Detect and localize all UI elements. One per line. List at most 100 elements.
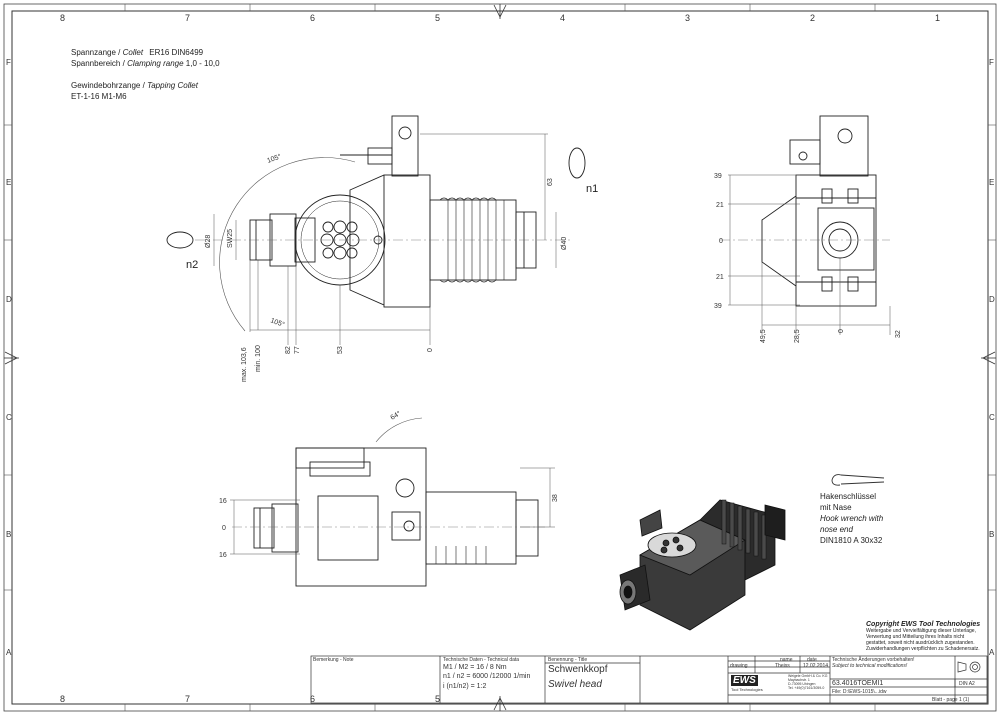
collet-label-de: Spannzange / xyxy=(71,48,121,57)
top-dim: 0 xyxy=(222,525,226,532)
dim-sw25: SW25 xyxy=(227,229,234,248)
grid-col: 4 xyxy=(560,13,566,23)
title-en: Swivel head xyxy=(548,679,602,690)
grid-col: 3 xyxy=(685,13,691,23)
clamp-line: Spannbereich / Clamping range 1,0 - 10,0 xyxy=(71,59,220,68)
top-dim-38: 38 xyxy=(552,494,559,502)
dim-63: 63 xyxy=(547,178,554,186)
tapping-line: Gewindebohrzange / Tapping Collet xyxy=(71,81,198,90)
grid-col: 5 xyxy=(435,694,441,704)
top-view-drawing: 64° 16 0 16 38 xyxy=(219,409,559,587)
grid-row: A xyxy=(6,648,12,657)
hook-spec: DIN1810 A 30x32 xyxy=(820,536,883,545)
company-line: Weigele GmbH & Co. KG xyxy=(788,674,828,678)
sheet-number: Blatt - page 1 (1) xyxy=(932,697,970,703)
hook-wrench-icon xyxy=(831,474,885,486)
dim-min: min. 100 xyxy=(255,345,262,372)
paper-format: DIN A2 xyxy=(959,681,975,687)
tech-data-label: Technische Daten - Technical data xyxy=(443,657,520,663)
grid-col: 6 xyxy=(310,694,316,704)
hook-line2-en: nose end xyxy=(820,525,853,534)
ratio-value: i (n1/n2) = 1:2 xyxy=(443,683,487,690)
clamp-value: 1,0 - 10,0 xyxy=(185,59,220,68)
company-line: Maybachstr. 1 xyxy=(788,678,810,682)
side-dim: 39 xyxy=(714,173,722,180)
torque-value: M1 / M2 = 16 / 8 Nm xyxy=(443,664,507,671)
dim-53: 53 xyxy=(337,346,344,354)
clamp-label-en: Clamping range xyxy=(127,59,184,68)
collet-label-en: Collet xyxy=(122,48,144,57)
grid-col: 5 xyxy=(435,13,441,23)
grid-row: B xyxy=(989,530,995,539)
grid-row: C xyxy=(6,413,12,422)
title-de: Schwenkkopf xyxy=(548,664,608,675)
top-angle: 64° xyxy=(389,409,402,421)
dim-d28: Ø28 xyxy=(205,235,212,248)
grid-col: 6 xyxy=(310,13,316,23)
tapping-spec: ET-1-16 M1-M6 xyxy=(71,92,127,101)
top-dim: 16 xyxy=(219,498,227,505)
clamp-label-de: Spannbereich / xyxy=(71,59,125,68)
speed-value: n1 / n2 = 6000 /12000 1/min xyxy=(443,673,531,680)
copyright-line: Zuwiderhandlungen verpflichten zu Schade… xyxy=(866,646,980,652)
side-dim-bottom: 28,5 xyxy=(794,329,801,343)
angle-label-top: 105° xyxy=(266,152,283,165)
label-n1: n1 xyxy=(586,183,598,195)
angle-label-bottom: 105° xyxy=(269,316,286,329)
grid-col: 1 xyxy=(935,13,941,23)
collet-line: Spannzange / Collet ER16 DIN6499 xyxy=(71,48,203,57)
side-dim-bottom: 49,5 xyxy=(760,329,767,343)
dim-max: max. 103,6 xyxy=(241,347,248,382)
copyright-line: Weitergabe und Vervielfältigung dieser U… xyxy=(866,628,976,634)
grid-row: C xyxy=(989,413,995,422)
tapping-label-en: Tapping Collet xyxy=(147,81,198,90)
grid-col: 8 xyxy=(60,13,66,23)
grid-row: A xyxy=(989,648,995,657)
company-line: Tel. +49(0)7161/3059-0 xyxy=(788,686,825,690)
front-view-drawing: 105° 105° 63 n1 n2 Ø28 SW25 Ø40 xyxy=(166,115,598,345)
company-line: D-73095 Uhingen xyxy=(788,682,816,686)
logo-subtitle: Tool Technologies xyxy=(731,687,763,692)
remark-label: Bemerkung - Note xyxy=(313,657,354,663)
side-dim: 21 xyxy=(716,274,724,281)
drawer-name: Theiss xyxy=(775,663,790,669)
side-dim: 0 xyxy=(719,238,723,245)
copyright-line: Verwertung und Mitteilung ihres Inhalts … xyxy=(866,634,965,640)
grid-row: B xyxy=(6,530,12,539)
change-line1: Technische Änderungen vorbehalten! xyxy=(832,657,915,663)
grid-row: E xyxy=(989,178,995,187)
collet-spec: ER16 DIN6499 xyxy=(149,48,204,57)
dim-d40: Ø40 xyxy=(561,237,568,250)
side-dim: 21 xyxy=(716,202,724,209)
file-path: File: D:\EWS-1015\...idw xyxy=(832,689,887,695)
side-view-drawing: 39 21 0 21 39 49,5 28,5 0 32 xyxy=(714,115,902,343)
col-date: date xyxy=(807,657,817,663)
dim-77: 77 xyxy=(294,346,301,354)
title-block-grid xyxy=(310,655,988,704)
dim-0-front: 0 xyxy=(427,348,434,352)
copyright-line: gestattet, soweit nicht ausdrücklich zug… xyxy=(866,640,975,646)
hook-line2-de: mit Nase xyxy=(820,503,852,512)
front-view-bottom-dims: max. 103,6 min. 100 82 77 53 0 xyxy=(241,345,434,382)
grid-col: 8 xyxy=(60,694,66,704)
grid-col: 7 xyxy=(185,13,191,23)
grid-row: E xyxy=(6,178,12,187)
tapping-label-de: Gewindebohrzange / xyxy=(71,81,145,90)
title-label: Benennung - Title xyxy=(548,657,588,663)
part-number: 63.4016TOEMI1 xyxy=(832,680,884,687)
grid-row: F xyxy=(6,58,11,67)
change-line2: Subject to technical modifications! xyxy=(832,663,908,669)
copyright-title: Copyright EWS Tool Technologies xyxy=(866,621,981,628)
top-dim: 16 xyxy=(219,552,227,559)
row-drawing: drawing xyxy=(730,663,748,669)
grid-row: D xyxy=(6,295,12,304)
dim-82: 82 xyxy=(285,346,292,354)
side-dim-bottom: 0 xyxy=(838,329,845,333)
drawing-date: 12.02.2014 xyxy=(803,663,829,669)
side-dim-bottom: 32 xyxy=(895,330,902,338)
hook-line1-de: Hakenschlüssel xyxy=(820,492,877,501)
hook-line1-en: Hook wrench with xyxy=(820,514,884,523)
grid-row: F xyxy=(989,58,994,67)
side-dim: 39 xyxy=(714,303,722,310)
